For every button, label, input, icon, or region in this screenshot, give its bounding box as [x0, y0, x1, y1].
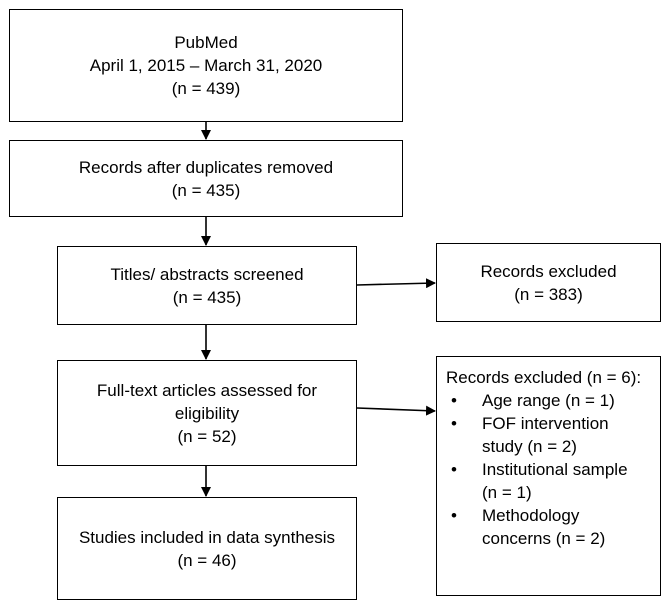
screened-box: Titles/ abstracts screened (n = 435): [57, 246, 357, 325]
eligibility-label-line-2: eligibility: [174, 403, 240, 423]
screen-excluded-label: Records excluded: [480, 261, 617, 281]
bullet-icon: •: [451, 506, 457, 525]
screened-count: (n = 435): [172, 287, 242, 307]
duplicates-removed-label: Records after duplicates removed: [78, 157, 334, 177]
included-box: Studies included in data synthesis (n = …: [57, 497, 357, 600]
screen-excluded-box: Records excluded (n = 383): [436, 243, 661, 322]
identification-count: (n = 439): [171, 79, 241, 98]
bullet-icon: •: [451, 460, 457, 479]
screened-label: Titles/ abstracts screened: [110, 264, 304, 284]
exclusion-reason-item: • Methodology concerns (n = 2): [446, 504, 628, 550]
exclusion-reason-text: (n = 1): [482, 483, 532, 502]
exclusion-reason-text: study (n = 2): [482, 437, 577, 456]
duplicates-removed-count: (n = 435): [171, 180, 241, 200]
eligibility-label-line-1: Full-text articles assessed for: [96, 380, 318, 400]
eligibility-count: (n = 52): [177, 426, 237, 446]
exclusion-reason-item: • Institutional sample (n = 1): [446, 458, 628, 504]
eligibility-box: Full-text articles assessed for eligibil…: [57, 360, 357, 466]
exclusion-reason-text: concerns (n = 2): [482, 529, 606, 548]
identification-source: PubMed: [174, 33, 238, 52]
screen-excluded-count: (n = 383): [514, 284, 583, 304]
identification-date-range: April 1, 2015 – March 31, 2020: [89, 56, 323, 75]
duplicates-removed-box: Records after duplicates removed (n = 43…: [9, 140, 403, 217]
exclusion-reason-item: • FOF intervention study (n = 2): [446, 412, 628, 458]
identification-box: PubMed April 1, 2015 – March 31, 2020 (n…: [9, 9, 403, 122]
exclusion-reasons-list: • Age range (n = 1) • FOF intervention s…: [446, 389, 628, 550]
exclusion-reason-text: Methodology: [482, 506, 580, 525]
bullet-icon: •: [451, 391, 457, 410]
eligibility-excluded-box: Records excluded (n = 6): • Age range (n…: [436, 356, 661, 596]
exclusion-reason-text: Institutional sample: [482, 460, 628, 479]
arrow-fulltext-to-excluded: [356, 405, 436, 416]
eligibility-excluded-heading: Records excluded (n = 6):: [446, 368, 642, 387]
exclusion-reason-text: Age range (n = 1): [482, 391, 615, 410]
exclusion-reason-item: • Age range (n = 1): [446, 389, 628, 412]
included-count: (n = 46): [177, 550, 237, 570]
exclusion-reason-text: FOF intervention: [482, 414, 609, 433]
bullet-icon: •: [451, 414, 457, 433]
included-label: Studies included in data synthesis: [78, 527, 336, 547]
arrow-screened-to-excluded: [356, 278, 436, 289]
